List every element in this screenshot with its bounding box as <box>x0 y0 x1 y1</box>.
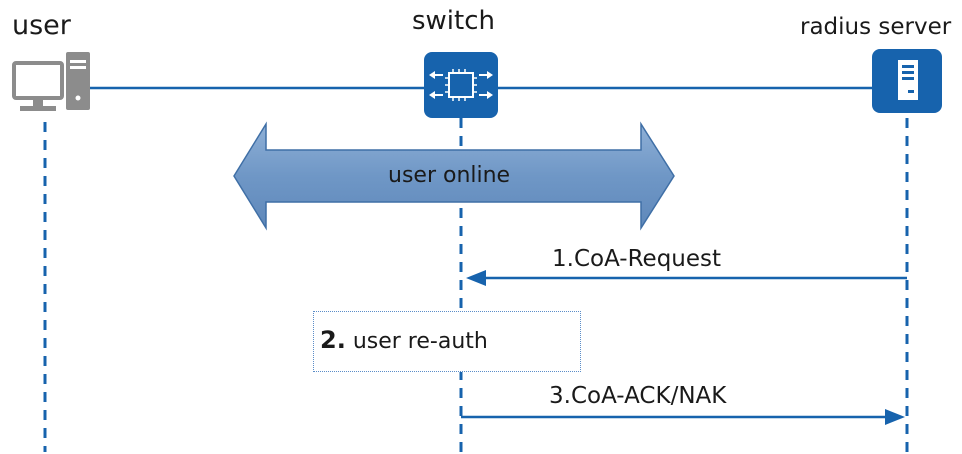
user-online-label: user online <box>388 163 511 188</box>
coa-request-arrow <box>466 270 907 286</box>
coa-ack-label: 3.CoA-ACK/NAK <box>549 383 727 409</box>
coa-ack-arrow <box>461 409 905 425</box>
switch-label: switch <box>412 6 496 36</box>
computer-icon <box>12 52 90 111</box>
user-label: user <box>12 10 71 41</box>
user-online-double-arrow <box>233 121 675 231</box>
reauth-box <box>313 311 581 372</box>
server-icon <box>872 49 942 113</box>
coa-request-label: 1.CoA-Request <box>552 246 722 272</box>
switch-icon <box>424 52 498 118</box>
radius-server-label: radius server <box>800 14 952 40</box>
reauth-step-text: user re-auth <box>352 329 488 354</box>
reauth-step-label: 2. user re-auth <box>320 326 488 354</box>
reauth-step-number: 2. <box>320 326 346 354</box>
